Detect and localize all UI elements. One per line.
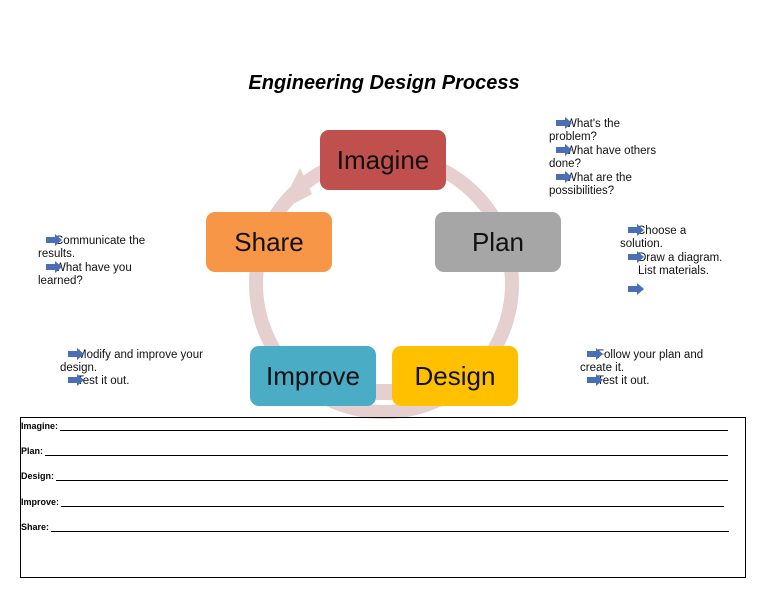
right-arrow-icon (587, 374, 603, 386)
stage-design: Design (392, 346, 518, 406)
right-arrow-icon (628, 283, 644, 295)
right-arrow-icon (628, 251, 644, 263)
stage-plan-label: Plan (471, 226, 525, 257)
form-label-imagine: Imagine: (21, 421, 59, 431)
note-item: Draw a diagram. List materials. (620, 251, 730, 278)
note-item: Modify and improve your design. (60, 348, 203, 374)
diagram-title: Engineering Design Process (248, 72, 520, 94)
note-item: What have you learned? (38, 261, 132, 287)
right-arrow-icon (46, 261, 62, 273)
note-item: What are the possibilities? (549, 171, 632, 197)
form-label-design: Design: (21, 471, 55, 481)
right-arrow-icon (556, 144, 572, 156)
right-arrow-icon (46, 234, 62, 246)
stage-plan: Plan (435, 212, 561, 272)
right-arrow-icon (628, 224, 644, 236)
right-arrow-icon (556, 117, 572, 129)
notes-share: Communicate the results. What have you l… (38, 234, 158, 288)
right-arrow-icon (68, 374, 84, 386)
right-arrow-icon (587, 348, 603, 360)
write-line[interactable] (60, 421, 728, 431)
write-line[interactable] (56, 471, 728, 481)
notes-improve: Modify and improve your design. Test it … (60, 348, 210, 388)
stage-share-label: Share (234, 226, 304, 257)
right-arrow-icon (556, 171, 572, 183)
form-row-imagine[interactable]: Imagine: (21, 419, 728, 431)
write-line[interactable] (45, 446, 728, 456)
stage-imagine-label: Imagine (336, 144, 430, 175)
form-row-plan[interactable]: Plan: (21, 444, 728, 456)
stage-improve-label: Improve (266, 360, 360, 391)
stage-imagine: Imagine (320, 130, 446, 190)
write-line[interactable] (51, 522, 729, 532)
note-item: Follow your plan and create it. (580, 348, 704, 374)
write-line[interactable] (61, 497, 724, 507)
form-label-improve: Improve: (21, 497, 60, 507)
form-row-design[interactable]: Design: (21, 469, 728, 481)
note-item: Test it out. (580, 374, 710, 388)
note-item: Test it out. (60, 374, 210, 388)
note-item: What's the problem? (549, 117, 620, 143)
reflection-form: Imagine: Plan: Design: Improve: Share: (20, 417, 746, 578)
stage-share: Share (206, 212, 332, 272)
notes-design: Follow your plan and create it. Test it … (580, 348, 710, 388)
note-item: What have others done? (549, 144, 657, 170)
form-row-improve[interactable]: Improve: (21, 495, 724, 507)
form-label-share: Share: (21, 522, 50, 532)
right-arrow-icon (68, 348, 84, 360)
notes-plan: Choose a solution. Draw a diagram. List … (620, 224, 730, 295)
note-item: Choose a solution. (620, 224, 687, 250)
stage-design-label: Design (414, 360, 496, 391)
form-label-plan: Plan: (21, 446, 44, 456)
stage-improve: Improve (250, 346, 376, 406)
notes-imagine: What's the problem? What have others don… (549, 117, 669, 198)
note-item: Communicate the results. (38, 234, 146, 260)
form-row-share[interactable]: Share: (21, 520, 729, 532)
